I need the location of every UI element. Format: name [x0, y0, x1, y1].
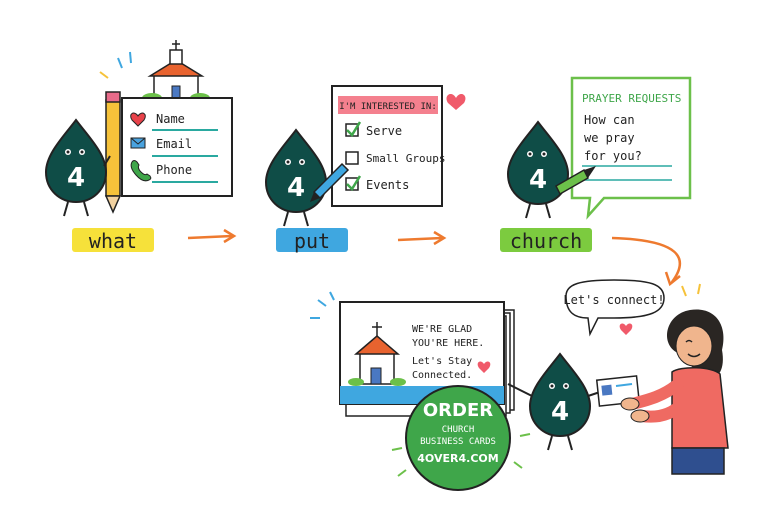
prayer-title: PRAYER REQUESTS: [582, 92, 681, 105]
mascot-number: 4: [551, 397, 569, 427]
heart-icon: [446, 93, 466, 110]
checklist-item-serve: Serve: [366, 124, 402, 138]
checklist-heading: I'M INTERESTED IN:: [339, 102, 437, 112]
card-text-3: Let's Stay: [412, 356, 472, 367]
order-badge[interactable]: ORDER CHURCH BUSINESS CARDS 4OVER4.COM: [391, 385, 531, 491]
pencil-icon: [104, 91, 122, 214]
prayer-line-1: How can: [584, 113, 635, 127]
mascot-drop: 4: [507, 121, 569, 219]
checklist-item-small-groups: Small Groups: [366, 152, 445, 165]
step-label-church: church: [510, 229, 582, 253]
checkbox-small-groups: [345, 151, 359, 165]
person-illustration: [620, 283, 729, 475]
arrow-right-icon: [187, 228, 237, 244]
badge-line-1: CHURCH: [442, 425, 475, 435]
step-label-put: put: [294, 229, 330, 253]
badge-line-2: BUSINESS CARDS: [420, 437, 496, 447]
form-field-name: Name: [156, 112, 185, 126]
speech-bubble-connect: Let's connect!: [563, 279, 665, 337]
arrow-right-icon: [397, 230, 447, 246]
step-label-what: what: [89, 229, 137, 253]
sparkle-icon: [117, 51, 132, 69]
prayer-line-2: we pray: [584, 131, 635, 145]
panel-put: I'M INTERESTED IN: Serve Small Groups Ev…: [265, 85, 466, 253]
checklist-item-events: Events: [366, 178, 409, 192]
arrow-curve-icon: [611, 236, 682, 287]
form-field-phone: Phone: [156, 163, 192, 177]
card-text-4: Connected.: [412, 370, 472, 381]
marker-icon: [310, 162, 350, 202]
badge-title: ORDER: [423, 400, 493, 421]
mascot-drop: 4: [45, 119, 111, 217]
badge-url[interactable]: 4OVER4.COM: [417, 452, 498, 465]
marker-icon: [555, 166, 596, 196]
speech-bubble: [570, 76, 692, 220]
step-highlight-church: [500, 228, 592, 252]
panel-what: Name Email Phone 4 what: [45, 40, 233, 253]
mascot-number: 4: [287, 173, 305, 203]
heart-icon: [477, 361, 491, 373]
mascot-number: 4: [529, 165, 547, 195]
mascot-number: 4: [67, 163, 85, 193]
panel-church: PRAYER REQUESTS How can we pray for you?…: [500, 76, 692, 253]
speech-text: Let's connect!: [563, 293, 664, 307]
step-highlight-what: [72, 228, 154, 252]
mascot-drop: 4: [265, 129, 327, 227]
heart-icon: [619, 323, 633, 335]
step-highlight-put: [276, 228, 348, 252]
sparkle-icon: [310, 291, 335, 319]
card-text-1: WE'RE GLAD: [412, 324, 472, 335]
prayer-line-3: for you?: [584, 149, 642, 163]
mascot-drop: 4: [507, 353, 601, 451]
checkbox-serve: [345, 121, 362, 138]
checkbox-events: [345, 175, 362, 192]
form-field-email: Email: [156, 137, 192, 151]
email-icon: [130, 137, 146, 149]
card-text-2: YOU'RE HERE.: [412, 338, 484, 349]
phone-icon: [130, 160, 152, 182]
church-icon: [348, 322, 406, 386]
church-icon: [142, 40, 210, 103]
heart-icon: [130, 112, 146, 127]
